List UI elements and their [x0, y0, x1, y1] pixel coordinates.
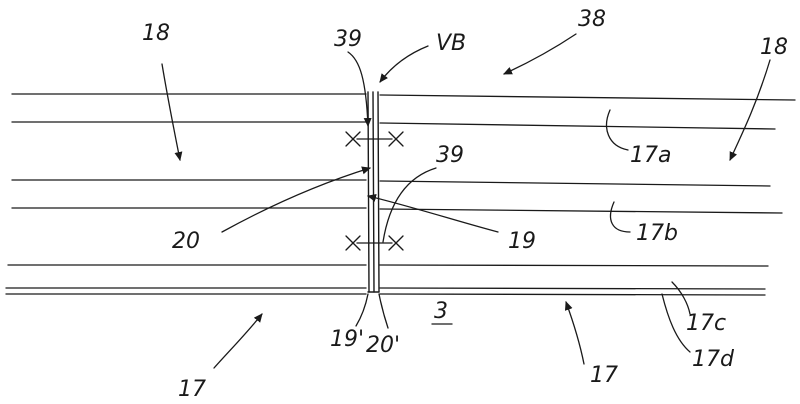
label-17b: 17b: [636, 221, 678, 246]
arrow-17-right: [564, 301, 585, 365]
layer-line-6-right: [379, 287, 766, 290]
label-20: 20: [172, 229, 200, 254]
arrow-18-right: [729, 59, 771, 161]
arrow-18-left: [161, 63, 183, 161]
label-17a: 17a: [630, 143, 671, 168]
label-17-left: 17: [178, 377, 206, 402]
leader-20p: [378, 293, 389, 329]
layer-line-4-right: [379, 208, 783, 214]
leader-17c: [671, 281, 691, 315]
label-vb: VB: [436, 31, 466, 56]
label-39-top: 39: [334, 27, 362, 52]
label-17d: 17d: [692, 347, 735, 372]
arrow-19: [367, 193, 499, 233]
layer-lines: [5, 93, 796, 296]
arrow-38: [503, 33, 577, 75]
leader-39-mid: [382, 167, 437, 243]
layer-line-3-right: [379, 180, 771, 187]
leader-19p: [355, 293, 369, 327]
arrow-17-left: [213, 313, 263, 369]
label-19p: 19': [330, 327, 364, 352]
arrow-20: [221, 166, 371, 233]
label-18-top: 18: [142, 21, 170, 46]
layer-line-1-right: [379, 94, 796, 101]
label-3: 3: [434, 299, 448, 324]
label-20p: 20': [366, 333, 400, 358]
arrow-vb: [379, 45, 429, 83]
reference-labels: 18 39 VB 38 18 17a 39 20 19 17b 3 19' 20…: [142, 7, 788, 402]
label-19: 19: [508, 229, 536, 254]
leader-39-top: [347, 51, 372, 127]
label-17-right: 17: [590, 363, 618, 388]
leader-17d: [661, 293, 691, 353]
joint-edge-19-inner: [372, 91, 375, 293]
label-17c: 17c: [686, 311, 726, 336]
joint-edge-20: [377, 91, 380, 293]
layer-line-5-right: [379, 264, 769, 267]
label-18-right: 18: [760, 35, 788, 60]
layer-line-2-right: [379, 122, 776, 130]
bracket-17b: [609, 201, 631, 233]
label-39-mid: 39: [436, 143, 464, 168]
bracket-17a: [605, 109, 629, 151]
layer-line-7-right: [379, 293, 766, 296]
label-38: 38: [578, 7, 606, 32]
vertical-joint: [367, 91, 380, 293]
leader-lines: [161, 33, 771, 369]
fastener-marks: [345, 131, 404, 251]
